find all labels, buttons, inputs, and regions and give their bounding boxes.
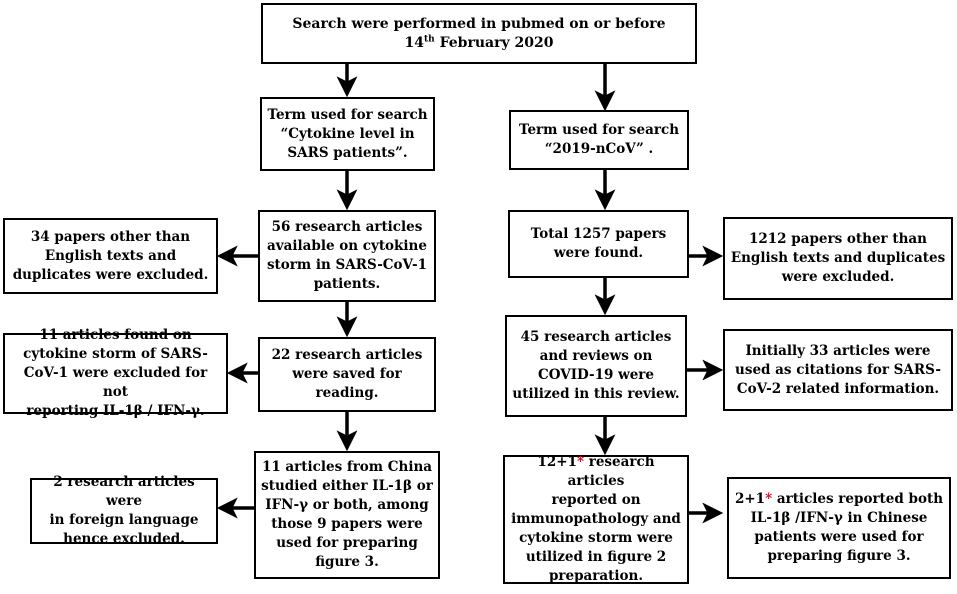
box-left-56-articles: 56 research articles available on cytoki… <box>258 210 436 302</box>
search-line2-date: 14th February 2020 <box>404 33 554 51</box>
box-left-search-term: Term used for search “Cytokine level in … <box>260 97 435 171</box>
box-left-22-saved: 22 research articles were saved for read… <box>258 337 436 412</box>
box-left-34-excluded: 34 papers other than English texts and d… <box>3 218 218 294</box>
box-right-2plus1-articles: 2+1* articles reported both IL-1β /IFN-γ… <box>727 477 951 579</box>
box-right-45-articles: 45 research articles and reviews on COVI… <box>505 315 687 417</box>
search-line1: Search were performed in pubmed on or be… <box>292 15 666 32</box>
box-right-33-citations: Initially 33 articles were used as citat… <box>723 329 953 411</box>
box-left-2-foreign: 2 research articles were in foreign lang… <box>30 474 218 547</box>
box-right-1212-excluded: 1212 papers other than English texts and… <box>723 217 953 300</box>
asterisk-marker: * <box>576 454 585 470</box>
box-left-11-excluded: 11 articles found on cytokine storm of S… <box>3 327 228 419</box>
box-right-search-term: Term used for search “2019-nCoV” . <box>509 110 689 170</box>
asterisk-marker: * <box>765 491 773 507</box>
box-left-11-china: 11 articles from China studied either IL… <box>254 451 440 579</box>
box-search-pubmed: Search were performed in pubmed on or be… <box>261 3 697 64</box>
box-right-1257-papers: Total 1257 papers were found. <box>508 210 689 278</box>
box-right-12-articles: 12+1* research articles reported on immu… <box>503 454 689 584</box>
